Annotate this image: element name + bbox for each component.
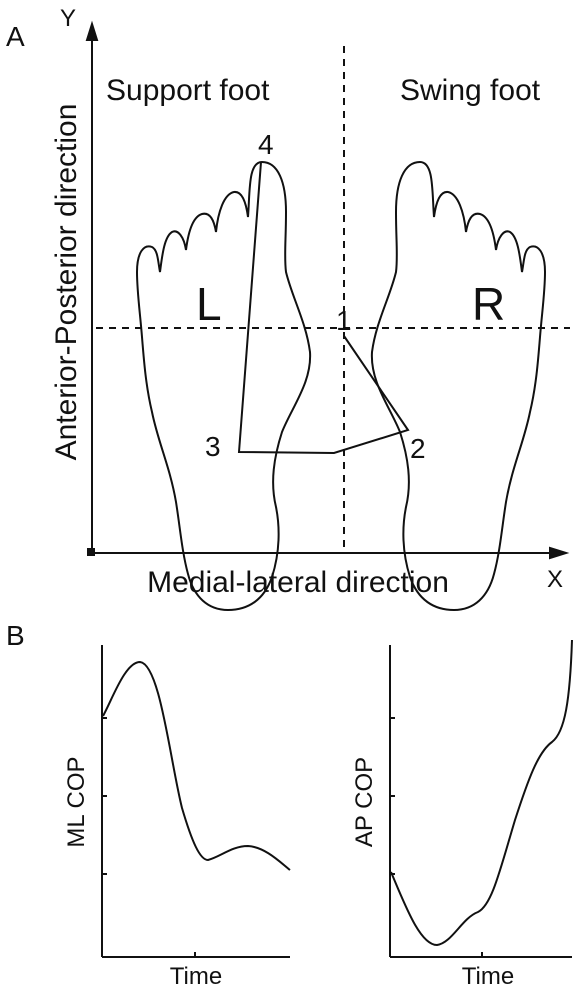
ap-cop-ylabel: AP COP: [351, 757, 378, 847]
support-foot-label: Support foot: [106, 74, 270, 107]
ap-cop-plot: AP COP Time: [351, 639, 573, 990]
cop-point-1: 1: [336, 305, 352, 336]
cop-point-2: 2: [410, 433, 426, 464]
left-foot-letter: L: [196, 278, 222, 330]
swing-foot-label: Swing foot: [400, 74, 541, 107]
cop-point-3: 3: [205, 431, 221, 462]
ap-time-label: Time: [462, 963, 514, 990]
panel-a-letter: A: [6, 21, 25, 52]
left-foot-outline: [136, 161, 312, 611]
panel-b-letter: B: [6, 620, 25, 651]
ml-cop-plot: ML COP Time: [63, 645, 291, 990]
horizontal-axis-caption: Medial-lateral direction: [147, 566, 449, 599]
panel-a-axes: [85, 20, 570, 560]
vertical-axis-caption: Anterior-Posterior direction: [50, 104, 83, 461]
midline-guides: [96, 46, 570, 550]
y-axis-letter: Y: [60, 5, 76, 32]
right-foot-letter: R: [472, 278, 505, 330]
x-axis-letter: X: [547, 566, 563, 593]
ap-cop-curve: [390, 639, 573, 947]
cop-point-4: 4: [258, 129, 274, 160]
origin-marker: [87, 548, 95, 556]
ml-cop-ylabel: ML COP: [63, 756, 90, 847]
ml-time-label: Time: [170, 963, 222, 990]
y-axis-arrowhead: [85, 20, 99, 41]
ml-cop-curve: [102, 660, 291, 871]
x-axis-arrowhead: [549, 546, 570, 560]
right-foot-outline: [370, 161, 546, 611]
cop-trajectory: [237, 161, 410, 455]
